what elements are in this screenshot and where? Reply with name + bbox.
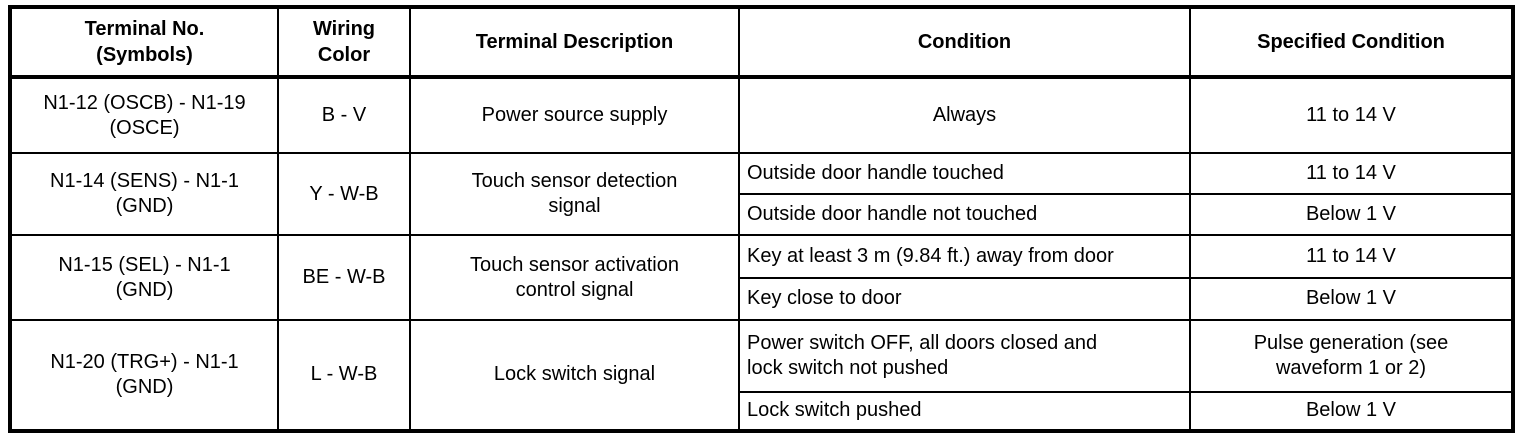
condition-cell: Key close to door — [738, 276, 1191, 321]
header-row: Terminal No. (Symbols) Wiring Color Term… — [9, 6, 1514, 79]
table-row: N1-15 (SEL) - N1-1 (GND) BE - W-B Touch … — [9, 234, 1514, 321]
col-header-wiring-color: Wiring Color — [277, 6, 411, 79]
specified-condition-cell: 11 to 14 V — [1189, 75, 1514, 155]
terminal-no-cell: N1-12 (OSCB) - N1-19 (OSCE) — [9, 75, 279, 155]
table-row: N1-14 (SENS) - N1-1 (GND) Y - W-B Touch … — [9, 152, 1514, 237]
wiring-color-cell: L - W-B — [277, 318, 411, 433]
specified-condition-cell: Pulse generation (see waveform 1 or 2) — [1189, 318, 1514, 393]
terminal-spec-table: Terminal No. (Symbols) Wiring Color Term… — [8, 5, 1515, 433]
specified-condition-cell: Below 1 V — [1189, 276, 1514, 321]
col-header-specified-condition: Specified Condition — [1189, 6, 1514, 79]
terminal-description-cell: Touch sensor detection signal — [409, 152, 740, 237]
terminal-no-cell: N1-15 (SEL) - N1-1 (GND) — [9, 234, 279, 321]
condition-cell: Always — [738, 75, 1191, 155]
terminal-no-cell: N1-20 (TRG+) - N1-1 (GND) — [9, 318, 279, 433]
specified-condition-cell: 11 to 14 V — [1189, 234, 1514, 279]
condition-cell: Key at least 3 m (9.84 ft.) away from do… — [738, 234, 1191, 279]
condition-cell: Outside door handle touched — [738, 152, 1191, 196]
col-header-terminal-no: Terminal No. (Symbols) — [9, 6, 279, 79]
condition-cell: Outside door handle not touched — [738, 193, 1191, 237]
table-row: Key close to door Below 1 V — [10, 276, 1514, 321]
terminal-no-cell: N1-14 (SENS) - N1-1 (GND) — [9, 152, 279, 237]
specified-condition-cell: Below 1 V — [1189, 193, 1514, 237]
terminal-description-cell: Lock switch signal — [409, 318, 740, 433]
table-row: Outside door handle not touched Below 1 … — [10, 193, 1514, 237]
specified-condition-cell: 11 to 14 V — [1189, 152, 1514, 196]
condition-cell: Lock switch pushed — [738, 390, 1191, 433]
table-row: N1-20 (TRG+) - N1-1 (GND) L - W-B Lock s… — [9, 318, 1514, 433]
col-header-terminal-description: Terminal Description — [409, 6, 740, 79]
wiring-color-cell: BE - W-B — [277, 234, 411, 321]
table-row: N1-12 (OSCB) - N1-19 (OSCE) B - V Power … — [9, 75, 1514, 155]
col-header-condition: Condition — [738, 6, 1191, 79]
terminal-description-cell: Power source supply — [409, 75, 740, 155]
wiring-color-cell: Y - W-B — [277, 152, 411, 237]
specified-condition-cell: Below 1 V — [1189, 390, 1514, 433]
wiring-color-cell: B - V — [277, 75, 411, 155]
table-row: Lock switch pushed Below 1 V — [10, 390, 1514, 433]
terminal-description-cell: Touch sensor activation control signal — [409, 234, 740, 321]
condition-cell: Power switch OFF, all doors closed and l… — [738, 318, 1191, 393]
